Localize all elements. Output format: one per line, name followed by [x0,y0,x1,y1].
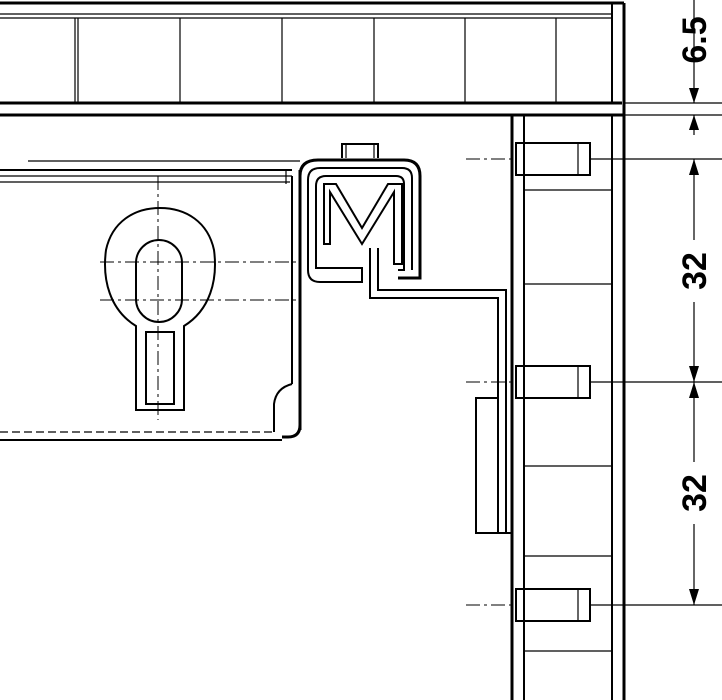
drawer-profile [0,160,302,441]
dim-label-pitch-lower: 32 [676,474,714,512]
dim-label-top-gap: 6.5 [676,16,714,63]
keyhole-slot [100,176,300,420]
dowel-upper [515,142,591,176]
top-panel-cells [0,13,612,103]
dim-label-pitch-upper: 32 [676,252,714,290]
side-panel-cells [524,189,612,652]
dowel-lower [515,588,591,622]
mounting-plate [475,397,499,534]
dimension-lines [590,0,722,606]
top-panel [0,1,626,117]
runner-profile [298,143,507,533]
hole-center-lines [466,158,512,606]
dowel-middle [515,365,591,399]
side-panel [510,115,626,700]
